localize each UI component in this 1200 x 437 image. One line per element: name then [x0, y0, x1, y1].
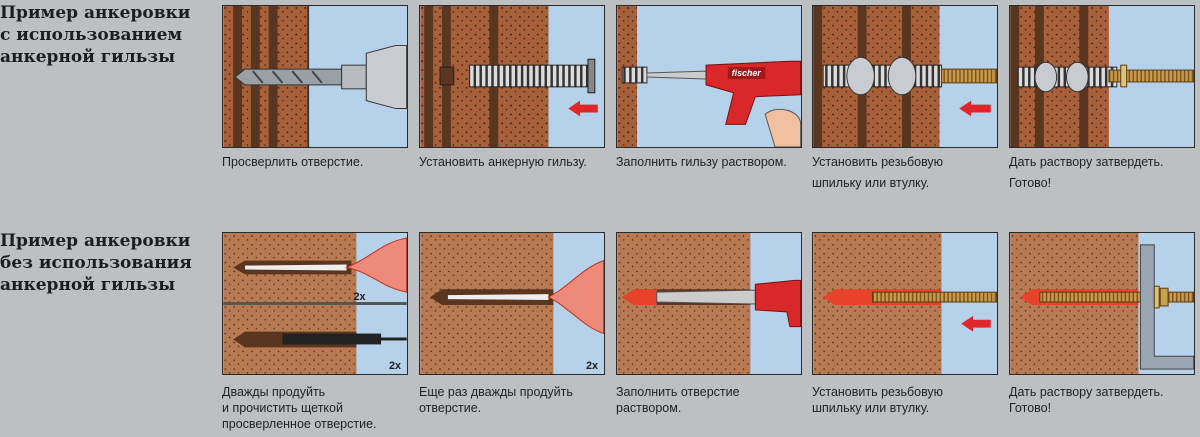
step-caption: Установить анкерную гильзу. — [419, 155, 587, 169]
step-caption: Установить резьбовую шпильку или втулку. — [812, 155, 944, 190]
blow-brush-illustration: 2x 2x — [223, 233, 407, 374]
repeat-2x-label: 2x — [389, 360, 401, 372]
repeat-2x-label: 2x — [586, 360, 598, 372]
step-fill-sleeve-panel: fischer — [616, 5, 802, 148]
repeat-2x-label: 2x — [353, 291, 365, 303]
step-caption: Дать раствору затвердеть. Готово! — [1009, 155, 1164, 190]
cured-anchor-illustration — [1010, 6, 1194, 147]
step-cure-panel — [1009, 5, 1195, 148]
step-caption: Установить резьбовую шпильку или втулку. — [812, 385, 944, 415]
rod-insert-illustration — [813, 233, 997, 374]
step-caption: Заполнить гильзу раствором. — [616, 155, 787, 169]
step-blow-brush-panel: 2x 2x — [222, 232, 408, 375]
fill-hole-illustration — [617, 233, 801, 374]
cured-fixture-illustration — [1010, 233, 1194, 374]
row2-title: Пример анкеровки без использования анкер… — [0, 231, 192, 295]
step-insert-sleeve-panel — [419, 5, 605, 148]
step-cure-panel-2 — [1009, 232, 1195, 375]
step-insert-rod-panel-2 — [812, 232, 998, 375]
sleeve-illustration — [420, 6, 598, 147]
drill-illustration — [223, 6, 407, 147]
step-caption: Дважды продуйть и прочистить щеткой прос… — [222, 385, 377, 431]
step-fill-hole-panel — [616, 232, 802, 375]
step-insert-rod-panel — [812, 5, 998, 148]
step-caption: Еще раз дважды продуйть отверстие. — [419, 385, 573, 415]
step-blow-again-panel: 2x — [419, 232, 605, 375]
fischer-logo: fischer — [732, 68, 762, 78]
step-caption: Дать раствору затвердеть. Готово! — [1009, 385, 1164, 415]
step-drill-hole-panel — [222, 5, 408, 148]
blow-again-illustration: 2x — [420, 233, 604, 374]
row1-title: Пример анкеровки с использованием анкерн… — [0, 3, 191, 67]
step-caption: Заполнить отверстие раствором. — [616, 385, 740, 415]
rod-insert-illustration — [813, 6, 997, 147]
injection-gun-illustration: fischer — [617, 6, 801, 147]
step-caption: Просверлить отверстие. — [222, 155, 364, 169]
